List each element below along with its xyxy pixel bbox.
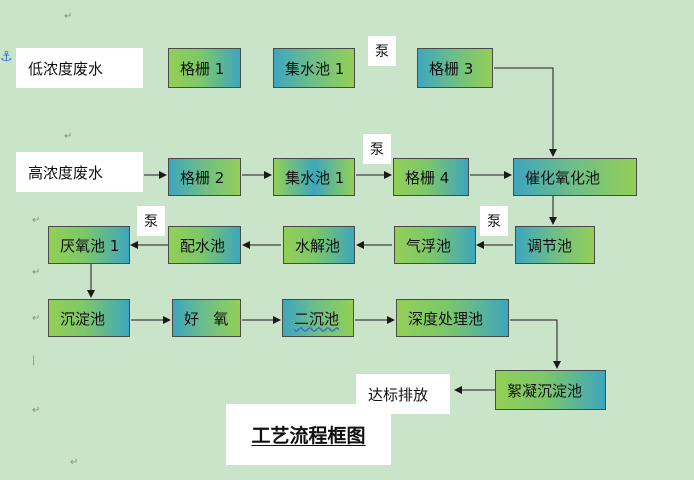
low-concentration-label: 低浓度废水 <box>28 59 104 78</box>
arrow-advanced-flocculation <box>510 319 561 369</box>
low-concentration-wastewater: 低浓度废水 <box>16 48 143 88</box>
node-hydrolysis-tank: 水解池 <box>283 226 355 264</box>
node-label: 沉淀池 <box>60 309 106 328</box>
node-label: 配水池 <box>180 236 226 255</box>
node-label: 气浮池 <box>406 236 452 255</box>
pump-label: 泵 <box>368 36 396 66</box>
pump-text: 泵 <box>370 142 384 158</box>
node-label: 絮凝沉淀池 <box>507 381 583 400</box>
pump-label: 泵 <box>480 206 508 236</box>
node-advanced-treatment: 深度处理池 <box>396 299 509 337</box>
anchor-icon: ⚓ <box>0 49 13 65</box>
node-label: 二沉池 <box>294 309 340 328</box>
node-collection-tank-1b: 集水池 1 <box>273 158 355 196</box>
pump-text: 泵 <box>375 44 389 60</box>
pump-label: 泵 <box>363 134 391 164</box>
node-label: 格栅 3 <box>429 59 474 78</box>
paragraph-mark-icon: ↵ <box>64 131 73 142</box>
pump-text: 泵 <box>487 214 501 230</box>
diagram-title: 工艺流程框图 <box>226 404 391 465</box>
paragraph-mark-icon: ↵ <box>70 457 79 468</box>
node-label: 格栅 2 <box>180 168 225 187</box>
node-label: 深度处理池 <box>408 309 484 328</box>
node-regulating-tank: 调节池 <box>515 226 595 264</box>
high-concentration-label: 高浓度废水 <box>28 163 104 182</box>
node-label: 好 氧 <box>184 309 229 328</box>
diagram-title-text: 工艺流程框图 <box>251 425 366 447</box>
node-catalytic-oxidation: 催化氧化池 <box>513 158 637 196</box>
paragraph-mark-icon: ↵ <box>32 215 41 226</box>
node-label: 集水池 1 <box>285 168 345 187</box>
node-screen-4: 格栅 4 <box>393 158 469 196</box>
node-label: 调节池 <box>527 236 573 255</box>
paragraph-mark-icon: ↵ <box>64 11 73 22</box>
node-screen-2: 格栅 2 <box>168 158 241 196</box>
node-label: 水解池 <box>295 236 341 255</box>
node-flocculation-sedimentation: 絮凝沉淀池 <box>495 370 606 410</box>
pump-text: 泵 <box>144 214 158 230</box>
high-concentration-wastewater: 高浓度废水 <box>16 152 143 192</box>
node-aerobic-tank: 好 氧 <box>172 299 241 337</box>
node-screen-1: 格栅 1 <box>168 48 241 88</box>
node-anaerobic-tank-1: 厌氧池 1 <box>48 226 130 264</box>
node-label: 催化氧化池 <box>525 168 601 187</box>
node-label: 格栅 4 <box>405 168 450 187</box>
paragraph-mark-icon: ↵ <box>32 267 41 278</box>
node-screen-3: 格栅 3 <box>417 48 493 88</box>
paragraph-mark-icon: ↵ <box>32 405 41 416</box>
node-sedimentation-tank: 沉淀池 <box>48 299 130 337</box>
paragraph-mark-icon: | <box>32 355 36 366</box>
node-dosing-tank: 配水池 <box>168 226 241 264</box>
node-label: 格栅 1 <box>180 59 225 78</box>
node-label: 集水池 1 <box>285 59 345 78</box>
pump-label: 泵 <box>137 206 165 236</box>
node-collection-tank-1: 集水池 1 <box>273 48 355 88</box>
node-flotation-tank: 气浮池 <box>394 226 476 264</box>
discharge-label: 达标排放 <box>368 385 429 404</box>
node-label: 厌氧池 1 <box>60 236 120 255</box>
arrow-screen3-catalytic <box>494 67 557 157</box>
node-secondary-clarifier: 二沉池 <box>282 299 354 337</box>
paragraph-mark-icon: ↵ <box>32 313 41 324</box>
